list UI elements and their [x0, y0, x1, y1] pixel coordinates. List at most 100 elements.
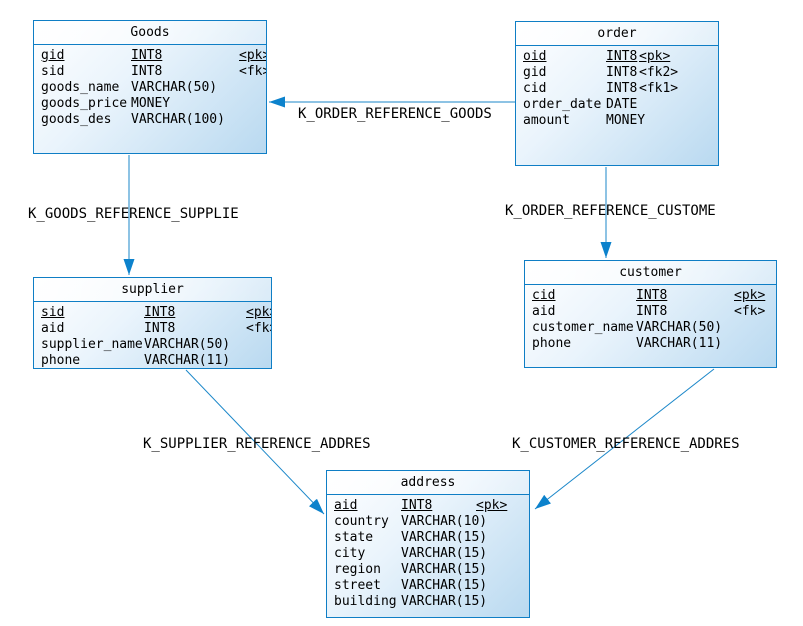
attr-name: aid	[334, 498, 358, 513]
attr-row: country VARCHAR(10)	[327, 514, 529, 530]
attr-name: country	[334, 514, 389, 529]
attr-name: customer_name	[532, 320, 634, 335]
attr-key: <pk>	[239, 48, 266, 63]
attr-name: street	[334, 578, 381, 593]
attr-row: cid INT8<fk1>	[516, 81, 718, 97]
attr-key: <pk>	[246, 305, 271, 320]
attr-row: state VARCHAR(15)	[327, 530, 529, 546]
attr-row: region VARCHAR(15)	[327, 562, 529, 578]
attr-row: aid INT8 <fk>	[525, 304, 776, 320]
attr-type: VARCHAR(10)	[401, 514, 488, 529]
attr-type: VARCHAR(100)	[131, 112, 225, 127]
attr-name: aid	[532, 304, 556, 319]
attr-name: oid	[523, 49, 547, 64]
attr-name: city	[334, 546, 366, 561]
attr-type: INT8	[131, 48, 163, 63]
entity-title-order: order	[516, 22, 718, 46]
attr-name: sid	[41, 64, 65, 79]
entity-title-supplier: supplier	[34, 278, 271, 302]
attr-key: <fk2>	[639, 65, 679, 80]
attr-row: aid INT8 <pk>	[327, 498, 529, 514]
attr-name: phone	[41, 353, 81, 368]
relation-label-order-goods[interactable]: K_ORDER_REFERENCE_GOODS	[298, 106, 492, 122]
entity-title-customer: customer	[525, 261, 776, 285]
relation-label-goods-supplier[interactable]: K_GOODS_REFERENCE_SUPPLIE	[28, 206, 239, 222]
attr-type: VARCHAR(50)	[636, 320, 723, 335]
attr-type: INT8	[606, 49, 638, 64]
entity-title-goods: Goods	[34, 21, 266, 45]
attr-name: sid	[41, 305, 65, 320]
attr-name: amount	[523, 113, 570, 128]
entity-supplier[interactable]: suppliersidINT8<pk>aidINT8<fk>supplier_n…	[33, 277, 272, 369]
attr-name: state	[334, 530, 374, 545]
attr-type: VARCHAR(15)	[401, 546, 488, 561]
entity-attributes-goods: gidINT8<pk>sidINT8<fk>goods_nameVARCHAR(…	[34, 45, 266, 128]
attr-name: region	[334, 562, 381, 577]
attr-row: goods_des VARCHAR(100)	[34, 112, 266, 128]
attr-key: <pk>	[734, 288, 766, 303]
relation-line-supplier-address[interactable]	[185, 369, 325, 515]
relation-label-customer-address[interactable]: K_CUSTOMER_REFERENCE_ADDRES	[512, 436, 740, 452]
attr-name: gid	[523, 65, 547, 80]
attr-type: VARCHAR(15)	[401, 594, 488, 609]
entity-attributes-supplier: sidINT8<pk>aidINT8<fk>supplier_nameVARCH…	[34, 302, 271, 369]
attr-name: aid	[41, 321, 65, 336]
attr-type: INT8	[636, 288, 668, 303]
entity-goods[interactable]: GoodsgidINT8<pk>sidINT8<fk>goods_nameVAR…	[33, 20, 267, 154]
attr-key: <pk>	[639, 49, 671, 64]
attr-row: phone VARCHAR(11)	[525, 336, 776, 352]
attr-type: MONEY	[606, 113, 646, 128]
attr-name: cid	[523, 81, 547, 96]
attr-row: city VARCHAR(15)	[327, 546, 529, 562]
entity-title-address: address	[327, 471, 529, 495]
attr-type: VARCHAR(11)	[636, 336, 723, 351]
attr-type: DATE	[606, 97, 638, 112]
attr-row: amount MONEY	[516, 113, 718, 129]
relation-label-supplier-address[interactable]: K_SUPPLIER_REFERENCE_ADDRES	[143, 436, 371, 452]
attr-name: goods_price	[41, 96, 128, 111]
attr-type: INT8	[131, 64, 163, 79]
attr-name: building	[334, 594, 397, 609]
attr-row: oid INT8<pk>	[516, 49, 718, 65]
attr-type: INT8	[401, 498, 433, 513]
attr-type: INT8	[636, 304, 668, 319]
attr-row: cid INT8 <pk>	[525, 288, 776, 304]
attr-key: <fk1>	[639, 81, 679, 96]
attr-name: phone	[532, 336, 572, 351]
attr-name: cid	[532, 288, 556, 303]
attr-type: VARCHAR(50)	[131, 80, 218, 95]
attr-key: <fk>	[734, 304, 766, 319]
attr-row: phone VARCHAR(11)	[34, 353, 271, 369]
attr-type: INT8	[606, 81, 638, 96]
attr-type: VARCHAR(50)	[144, 337, 231, 352]
attr-name: goods_des	[41, 112, 112, 127]
attr-key: <pk>	[476, 498, 508, 513]
attr-type: VARCHAR(15)	[401, 562, 488, 577]
attr-type: VARCHAR(15)	[401, 530, 488, 545]
attr-type: VARCHAR(11)	[144, 353, 231, 368]
attr-key: <fk>	[246, 321, 271, 336]
relation-line-customer-address[interactable]	[534, 368, 715, 510]
relation-label-order-customer[interactable]: K_ORDER_REFERENCE_CUSTOME	[505, 203, 716, 219]
attr-name: supplier_name	[41, 337, 143, 352]
attr-type: MONEY	[131, 96, 171, 111]
